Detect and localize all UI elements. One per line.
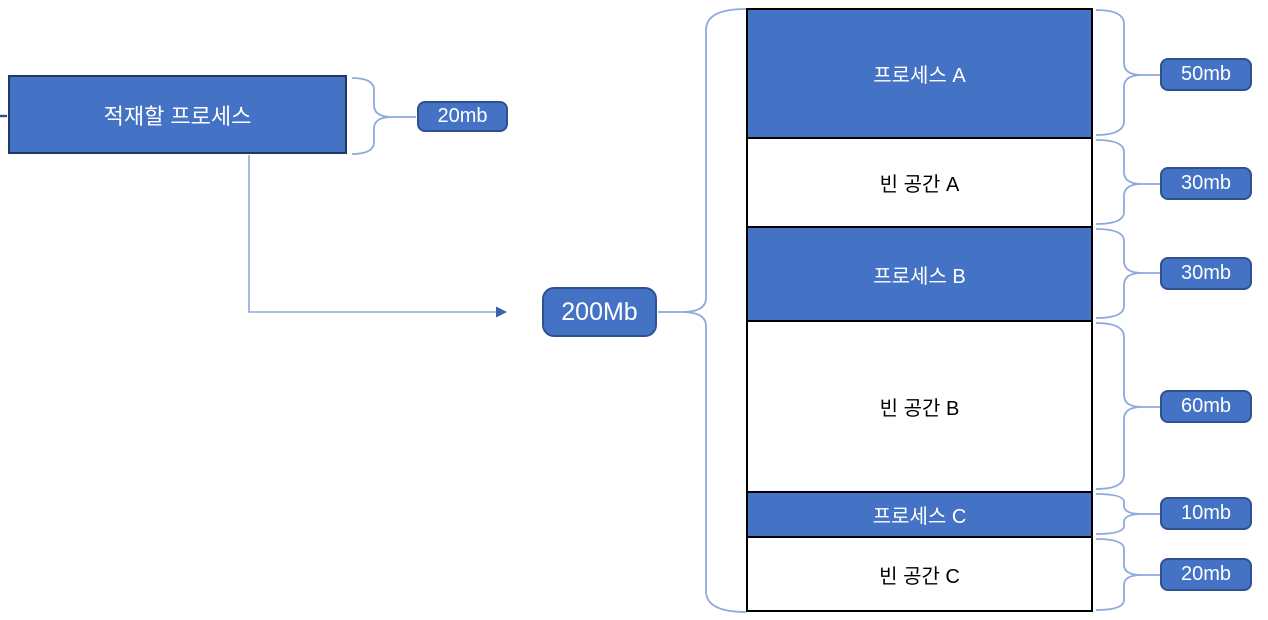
size-label-free-a: 30mb: [1160, 167, 1252, 200]
arrow-connector-line: [248, 155, 496, 313]
size-label-process-b: 30mb: [1160, 257, 1252, 290]
process-to-load-size-label: 20mb: [417, 101, 508, 132]
size-label-free-b: 60mb: [1160, 390, 1252, 423]
memory-segment-process-c: 프로세스 C: [746, 491, 1093, 538]
segment-brace-process-a: [1095, 9, 1160, 136]
memory-segment-free-a: 빈 공간 A: [746, 137, 1093, 228]
size-label-process-c: 10mb: [1160, 497, 1252, 530]
segment-brace-free-a: [1095, 139, 1160, 225]
memory-total-brace: [658, 8, 747, 613]
process-to-load-box: 적재할 프로세스: [8, 75, 347, 154]
size-label-process-a: 50mb: [1160, 58, 1252, 91]
segment-label: 빈 공간 A: [879, 174, 960, 196]
segment-label: 빈 공간 C: [879, 565, 960, 588]
segment-label: 프로세스 B: [873, 265, 966, 288]
segment-label: 빈 공간 B: [879, 398, 960, 420]
size-label-free-c: 20mb: [1160, 558, 1252, 591]
process-size-brace: [351, 77, 416, 155]
arrow-head-icon: [496, 306, 507, 318]
segment-brace-process-b: [1095, 228, 1160, 319]
memory-segment-free-c: 빈 공간 C: [746, 536, 1093, 612]
segment-brace-free-c: [1095, 538, 1160, 611]
memory-total-label: 200Mb: [542, 287, 657, 337]
memory-segment-process-a: 프로세스 A: [746, 8, 1093, 139]
segment-label: 프로세스 A: [873, 65, 966, 87]
memory-segment-free-b: 빈 공간 B: [746, 320, 1093, 493]
segment-brace-free-b: [1095, 322, 1160, 490]
memory-segment-process-b: 프로세스 B: [746, 226, 1093, 322]
process-to-load-label: 적재할 프로세스: [103, 103, 252, 129]
segment-brace-process-c: [1095, 493, 1160, 535]
segment-label: 프로세스 C: [872, 506, 967, 528]
